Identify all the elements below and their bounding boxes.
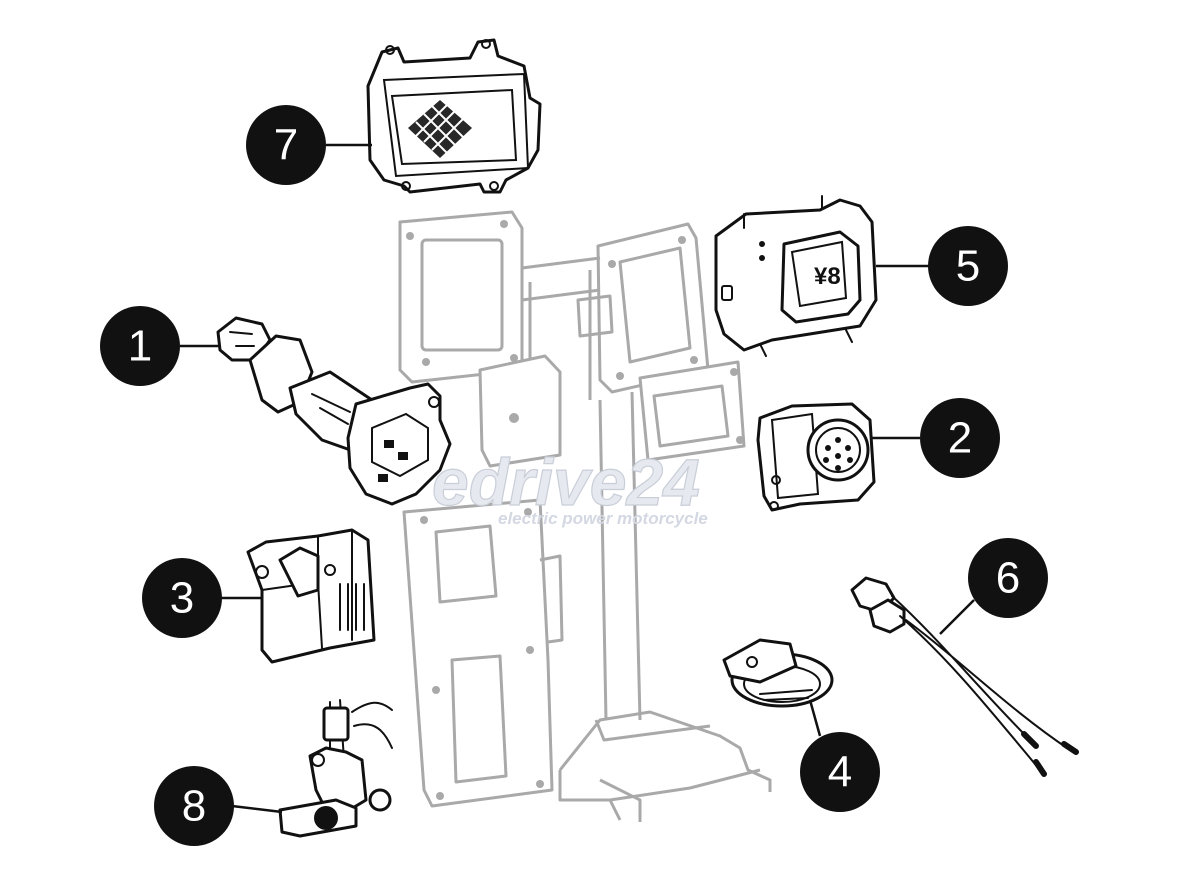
ignition-switch: [216, 316, 452, 506]
mounting-frame: [398, 210, 772, 822]
callout-7: 7: [246, 105, 326, 185]
round-connector-module: [756, 402, 876, 512]
svg-text:¥8: ¥8: [814, 263, 841, 290]
callout-3: 3: [142, 558, 222, 638]
watermark-brand: edrive24: [432, 445, 700, 519]
callout-number: 1: [128, 322, 152, 371]
callout-number: 6: [996, 554, 1020, 603]
callout-number: 3: [170, 574, 194, 623]
callout-number: 2: [948, 414, 972, 463]
callout-5: 5: [928, 226, 1008, 306]
leader-lines: [180, 143, 975, 814]
callout-number: 5: [956, 242, 980, 291]
callout-1: 1: [100, 306, 180, 386]
flasher-module: [366, 38, 542, 194]
callout-6: 6: [968, 538, 1048, 618]
relay-unit: [246, 528, 376, 664]
callout-8: 8: [154, 766, 234, 846]
horn: [722, 638, 834, 708]
control-module: ¥8: [714, 195, 878, 357]
callout-2: 2: [920, 398, 1000, 478]
sensor-switch: [278, 699, 393, 838]
callout-number: 7: [274, 121, 298, 170]
watermark: edrive24 electric power motorcycle: [431, 444, 708, 528]
connector-pins: [823, 437, 853, 471]
callout-number: 8: [182, 782, 206, 831]
watermark-tagline: electric power motorcycle: [498, 509, 708, 528]
callout-number: 4: [828, 748, 852, 797]
grid-pattern: [408, 100, 472, 158]
callout-4: 4: [800, 732, 880, 812]
wiring-harness: [850, 576, 1079, 777]
